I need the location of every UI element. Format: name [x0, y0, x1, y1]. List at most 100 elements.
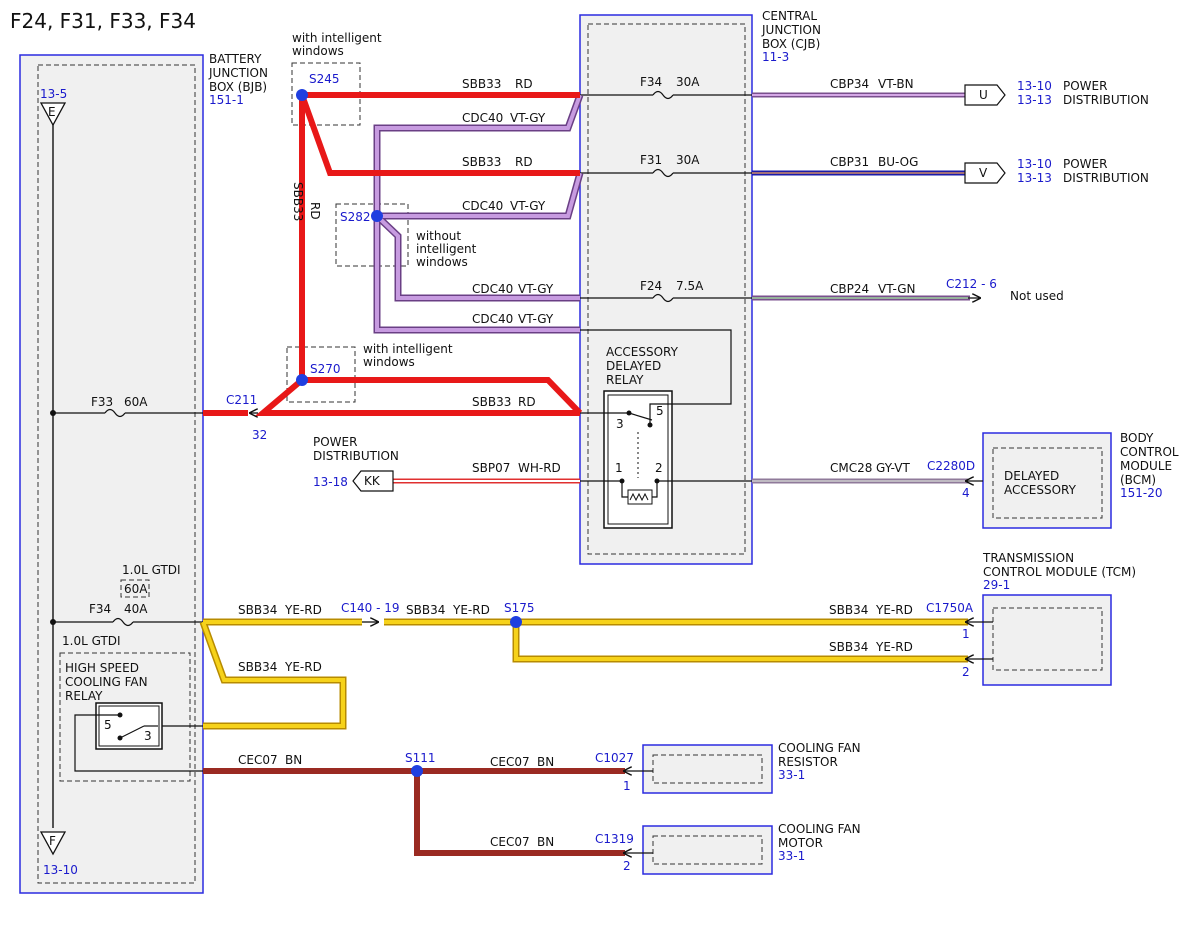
wire-label-color: BN: [537, 755, 554, 769]
splice-s111-icon: [411, 765, 423, 777]
ground-e-ref: 13-5: [40, 87, 67, 101]
wire-label-color: RD: [515, 77, 533, 91]
hs-relay-name-1: HIGH SPEED: [65, 661, 139, 675]
connector-c2280d: C2280D: [927, 459, 975, 473]
acc-relay-pin-5: 5: [656, 404, 664, 418]
flag-u-label-2: DISTRIBUTION: [1063, 93, 1149, 107]
acc-relay-pin-2: 2: [655, 461, 663, 475]
wire-label-circuit: SBB34: [829, 603, 868, 617]
ground-f-icon: [39, 831, 67, 856]
f34-cjb-rating: 30A: [676, 75, 700, 89]
bcm-name-1: BODY: [1120, 431, 1154, 445]
f24-name: F24: [640, 279, 662, 293]
flag-kk-icon: [352, 470, 394, 492]
wire-label-color: VT-BN: [878, 77, 914, 91]
wire-label-circuit: SBB34: [238, 660, 277, 674]
wire-label-color: BN: [285, 753, 302, 767]
f34-bjb-alt-rating: 60A: [124, 582, 148, 596]
wire-label-color: VT-GY: [510, 199, 546, 213]
wire-sbb34: [203, 622, 968, 726]
f34-bjb-alt-variant: 1.0L GTDI: [122, 563, 181, 577]
wire-label-color: YE-RD: [875, 603, 913, 617]
accessory-delayed-relay: ACCESSORY DELAYED RELAY 3 5 1 2: [580, 329, 732, 529]
connector-c2280d-pin: 4: [962, 486, 970, 500]
flag-kk-ref: 13-18: [313, 475, 348, 489]
wire-label-circuit: CEC07: [238, 753, 278, 767]
wire-sbb33: [203, 92, 583, 416]
connector-c1319-pin: 2: [623, 859, 631, 873]
fan-resistor-name-2: RESISTOR: [778, 755, 838, 769]
wire-label-color: GY-VT: [876, 461, 910, 475]
bcm-name-3: MODULE: [1120, 459, 1172, 473]
acc-relay-pin-3: 3: [616, 417, 624, 431]
flag-kk-label-2: DISTRIBUTION: [313, 449, 399, 463]
connector-c1750a: C1750A: [926, 601, 974, 615]
tcm-ref: 29-1: [983, 578, 1010, 592]
f31-fuse-icon: [652, 168, 674, 178]
ground-ref-f: F 13-10: [39, 831, 78, 877]
f33-name: F33: [91, 395, 113, 409]
splice-s245: S245: [309, 72, 340, 86]
note-with-iw-2-line2: windows: [363, 355, 415, 369]
wire-label-circuit: CBP24: [830, 282, 869, 296]
splice-s111: S111: [405, 751, 436, 765]
f34-bjb-rating: 40A: [124, 602, 148, 616]
f34-cjb-fuse-icon: [652, 90, 674, 100]
ground-f-ref: 13-10: [43, 863, 78, 877]
f34-bjb-fuse-icon: [112, 617, 134, 627]
connector-c140: C140 - 19: [341, 601, 400, 615]
tcm-name-1: TRANSMISSION: [982, 551, 1074, 565]
cooling-fan-resistor: COOLING FAN RESISTOR 33-1: [642, 741, 861, 794]
flag-v-letter: V: [979, 166, 988, 180]
wire-label-circuit: SBB34: [829, 640, 868, 654]
transmission-control-module: TRANSMISSION CONTROL MODULE (TCM) 29-1: [982, 551, 1136, 686]
flag-v-ref-1: 13-10: [1017, 157, 1052, 171]
flag-u: U 13-10 13-13 POWER DISTRIBUTION: [964, 79, 1149, 107]
wire-label-color: VT-GY: [518, 312, 554, 326]
wire-label-circuit: CDC40: [472, 312, 513, 326]
connector-c211: C211: [226, 393, 257, 407]
f24-fuse-icon: [652, 293, 674, 303]
flag-kk-label-1: POWER: [313, 435, 357, 449]
cjb-name-1: CENTRAL: [762, 9, 817, 23]
wire-labels: SBB33 RD CDC40 VT-GY SBB33 RD CDC40 VT-G…: [238, 77, 918, 849]
splice-s245-icon: [296, 89, 308, 101]
f31-rating: 30A: [676, 153, 700, 167]
bcm-inner-2: ACCESSORY: [1004, 483, 1077, 497]
bcm-name-4: (BCM): [1120, 473, 1156, 487]
acc-relay-switch-icon: [628, 412, 653, 421]
f34-bjb-name: F34: [89, 602, 111, 616]
flag-v: V 13-10 13-13 POWER DISTRIBUTION: [964, 157, 1149, 185]
hs-relay-switch-icon: [119, 725, 145, 739]
note-without-iw-line2: intelligent: [416, 242, 477, 256]
hs-relay-pin-3: 3: [144, 729, 152, 743]
flag-v-icon: [964, 162, 1006, 184]
hs-relay-pin-5: 5: [104, 718, 112, 732]
flag-kk-letter: KK: [364, 474, 381, 488]
splice-s270-icon: [296, 374, 308, 386]
wire-label-circuit: CDC40: [462, 199, 503, 213]
flag-kk: KK 13-18 POWER DISTRIBUTION: [313, 435, 399, 492]
flag-u-letter: U: [979, 88, 988, 102]
wire-label-color: RD: [308, 202, 322, 220]
connector-c1027: C1027: [595, 751, 634, 765]
splice-s175-icon: [510, 616, 522, 628]
flag-u-ref-2: 13-13: [1017, 93, 1052, 107]
wire-label-color: VT-GN: [878, 282, 915, 296]
flag-v-label-2: DISTRIBUTION: [1063, 171, 1149, 185]
wire-label-color: VT-GY: [518, 282, 554, 296]
acc-relay-name-1: ACCESSORY: [606, 345, 679, 359]
bjb-ref: 151-1: [209, 93, 244, 107]
splice-s282-icon: [371, 210, 383, 222]
f24-rating: 7.5A: [676, 279, 704, 293]
flag-v-ref-2: 13-13: [1017, 171, 1052, 185]
f33-fuse-icon: [104, 408, 126, 418]
wire-label-circuit: SBB33: [462, 77, 501, 91]
note-without-iw-line1: without: [416, 229, 461, 243]
cjb-name-3: BOX (CJB): [762, 37, 820, 51]
splice-s270: S270: [310, 362, 341, 376]
acc-relay-name-3: RELAY: [606, 373, 644, 387]
wire-label-circuit: SBB34: [406, 603, 445, 617]
relay-coil-icon: [629, 492, 649, 502]
wire-label-color: YE-RD: [284, 660, 322, 674]
